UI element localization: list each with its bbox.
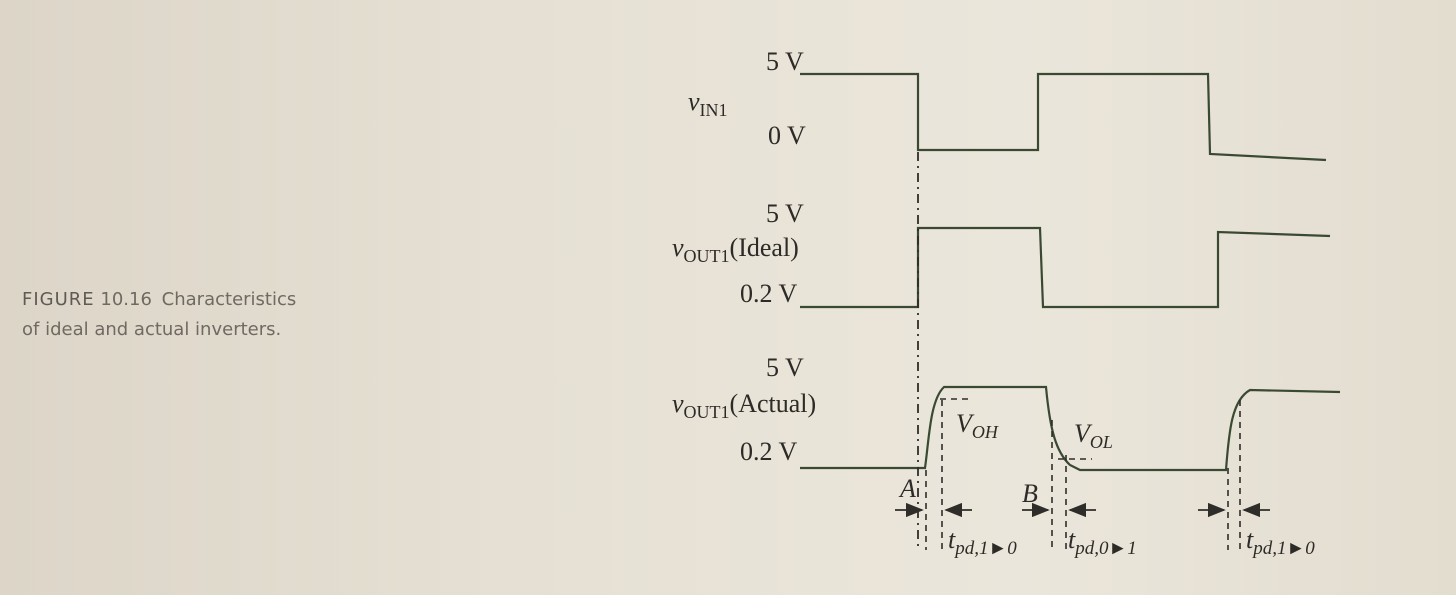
vin1-waveform [800,72,1327,162]
tpd-1-0-label-first: tpd,1►0 [948,525,1017,559]
point-a-label: A [898,474,916,503]
figure-label: FIGURE [22,289,95,310]
vout1-actual-low-label: 0.2 V [740,437,798,466]
vout1-ideal-high-label: 5 V [766,199,804,228]
vol-label: VOL [1074,419,1113,452]
voh-label: VOH [956,409,999,442]
vout1-actual-waveform [800,385,1341,472]
vout1-actual-name: vOUT1(Actual) [672,389,816,422]
caption-line-1: Characteristics [161,289,297,310]
vin1-low-label: 0 V [768,121,806,150]
tpd-0-1-label: tpd,0►1 [1068,525,1137,559]
vin1-high-label: 5 V [766,47,804,76]
point-b-label: B [1022,479,1038,508]
vout1-ideal-low-label: 0.2 V [740,279,798,308]
vout1-ideal-waveform [800,226,1331,309]
tpd-1-0-label-second: tpd,1►0 [1246,525,1315,559]
vout1-ideal-name: vOUT1(Ideal) [672,233,799,266]
vout1-actual-high-label: 5 V [766,353,804,382]
vin1-name: vIN1 [688,87,728,120]
figure-number: 10.16 [100,289,152,310]
caption-line-2: of ideal and actual inverters. [22,319,282,340]
figure-caption: FIGURE 10.16 Characteristics of ideal an… [22,285,402,345]
